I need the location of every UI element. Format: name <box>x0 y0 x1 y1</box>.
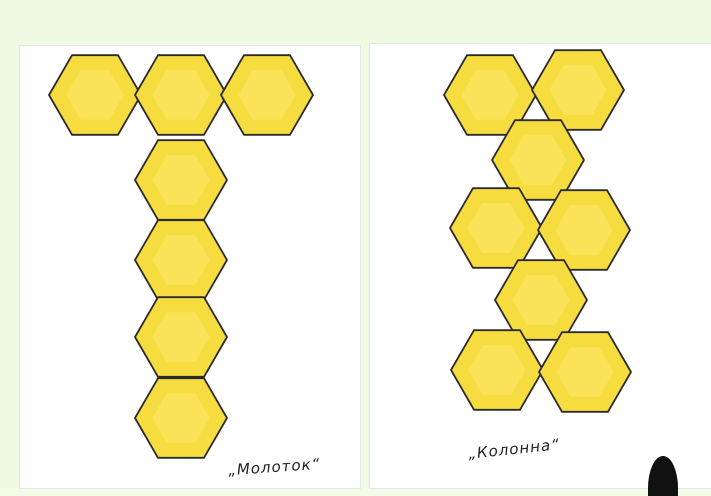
column-hexagon <box>532 50 624 130</box>
column-hexagon <box>495 260 587 340</box>
hammer-hexagon <box>135 378 227 458</box>
hammer-hexagon <box>135 55 227 135</box>
hammer-hexagon <box>221 55 313 135</box>
hammer-hexagon <box>135 140 227 220</box>
column-hexagon <box>539 332 631 412</box>
column-hexagon <box>538 190 630 270</box>
hammer-hexagon <box>135 297 227 377</box>
hammer-hexagon <box>135 220 227 300</box>
column-hexagon <box>451 330 543 410</box>
hammer-hexagon <box>49 55 141 135</box>
